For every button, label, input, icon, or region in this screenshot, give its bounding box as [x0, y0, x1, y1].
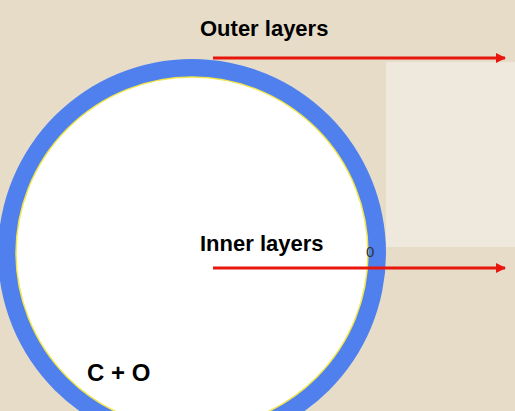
layer-label: Inner layers	[200, 232, 324, 256]
faint-panel	[386, 62, 515, 247]
outer-arrow	[213, 57, 505, 60]
circle-outline	[0, 58, 387, 411]
layer-label: 0	[366, 244, 374, 261]
inner-core	[16, 77, 368, 411]
layer-label: Outer layers	[200, 17, 328, 41]
outer-layer-ring	[0, 59, 386, 411]
core-label: C + O	[87, 360, 150, 386]
core-circle: C + O	[0, 58, 387, 411]
inner-arrow	[213, 267, 505, 270]
